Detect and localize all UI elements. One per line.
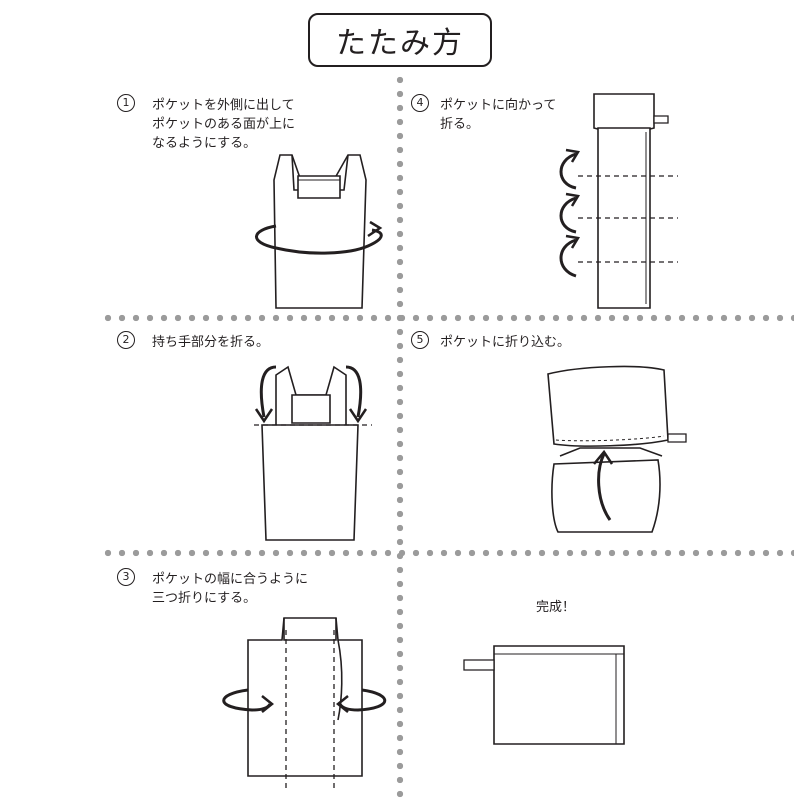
step-5-instruction: ポケットに折り込む。 xyxy=(440,335,571,350)
fold-arrow-right-icon xyxy=(346,367,366,421)
step-3-instruction: ポケットの幅に合うように 三つ折りにする。 xyxy=(152,572,309,606)
vertical-divider xyxy=(396,76,404,800)
step-4-bag-illustration xyxy=(550,88,690,313)
step-3-number-badge: 3 xyxy=(117,568,135,586)
horizontal-divider-bottom xyxy=(104,549,794,557)
fold-arrows-icon xyxy=(561,150,578,276)
step-2-number-badge: 2 xyxy=(117,331,135,349)
fold-arrow-left-icon xyxy=(224,690,272,712)
fold-arrow-left-icon xyxy=(256,367,276,421)
step-1-number-badge: 1 xyxy=(117,94,135,112)
step-2-bag-illustration xyxy=(248,355,378,545)
step-5-number-badge: 5 xyxy=(411,331,429,349)
step-2-instruction: 持ち手部分を折る。 xyxy=(152,335,270,350)
step-4-number-badge: 4 xyxy=(411,94,429,112)
horizontal-divider-top xyxy=(104,314,794,322)
step-1-instruction: ポケットを外側に出して ポケットのある面が上に なるようにする。 xyxy=(152,98,296,151)
step-5-bag-illustration xyxy=(540,360,700,540)
step-4-instruction: ポケットに向かって 折る。 xyxy=(440,98,557,132)
rotate-arrow-icon xyxy=(256,222,381,253)
page-title: たたみ方 xyxy=(308,13,492,67)
fold-arrow-right-icon xyxy=(338,690,385,712)
complete-pouch-illustration xyxy=(462,640,642,750)
tuck-arrow-icon xyxy=(594,452,612,520)
complete-label: 完成！ xyxy=(536,600,576,615)
step-1-bag-illustration xyxy=(240,150,390,315)
step-3-bag-illustration xyxy=(212,610,392,790)
